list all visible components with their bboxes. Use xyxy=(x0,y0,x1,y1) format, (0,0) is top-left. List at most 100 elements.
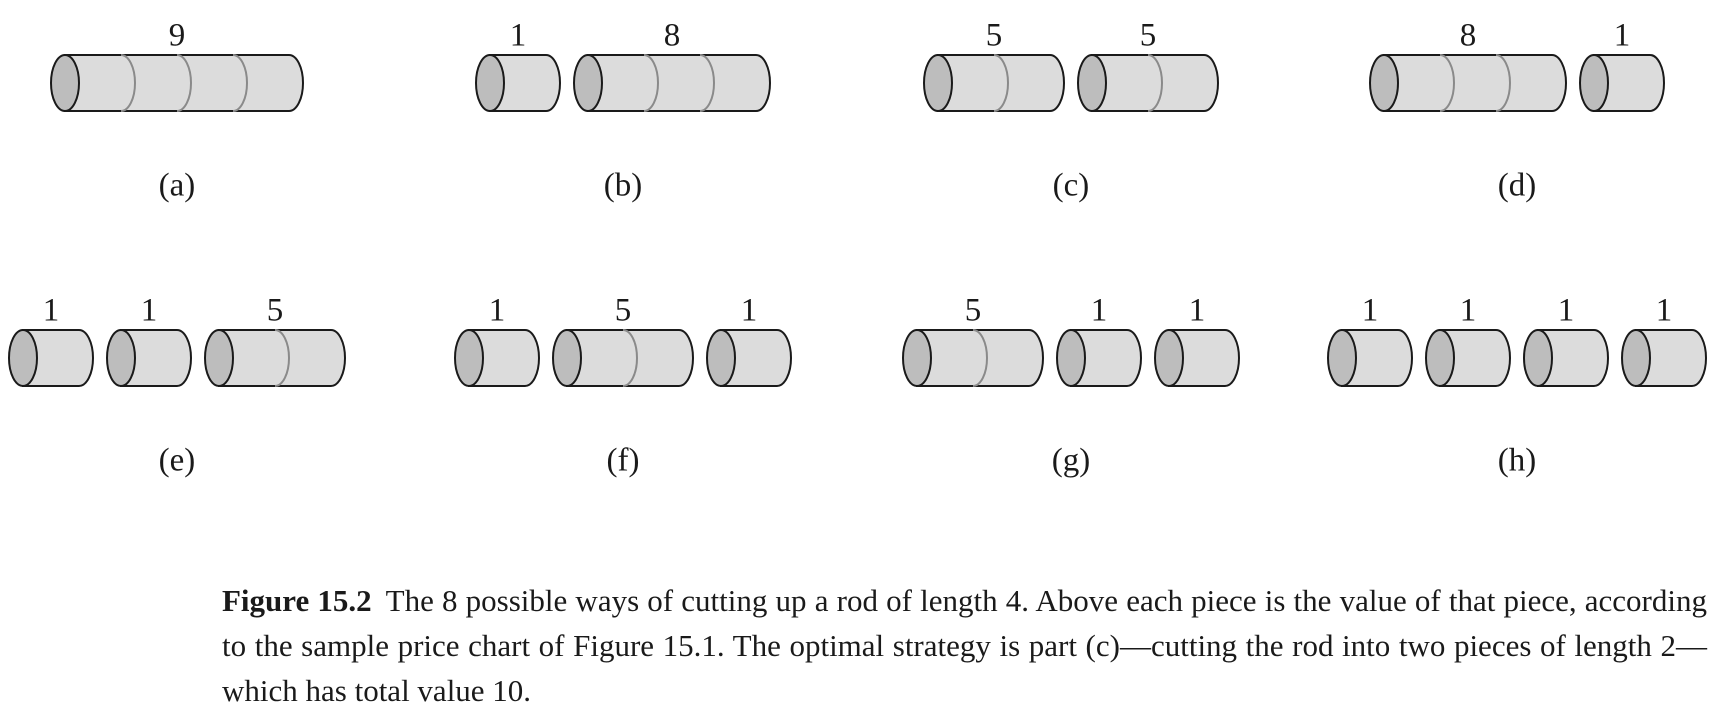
rod-end-face xyxy=(1327,329,1357,387)
rod-body xyxy=(489,54,561,112)
rod-body xyxy=(1091,54,1219,112)
rod-body xyxy=(587,54,771,112)
unit-seam xyxy=(622,329,638,387)
rod-piece: 8 xyxy=(1369,18,1567,112)
rod-piece: 1 xyxy=(1154,293,1240,387)
rod-piece: 1 xyxy=(1425,293,1511,387)
rod-end-face xyxy=(454,329,484,387)
panel-label: (c) xyxy=(1053,168,1090,204)
unit-seam xyxy=(274,329,290,387)
rod-end-face xyxy=(1056,329,1086,387)
unit-seam xyxy=(120,54,136,112)
piece-value: 9 xyxy=(169,18,186,54)
piece-value: 1 xyxy=(1189,293,1206,329)
unit-seam xyxy=(1439,54,1455,112)
rod-end-face xyxy=(106,329,136,387)
rod-end-face xyxy=(8,329,38,387)
panel-label: (e) xyxy=(159,443,196,479)
unit-seam xyxy=(1495,54,1511,112)
unit-seam xyxy=(643,54,659,112)
rod-piece: 9 xyxy=(50,18,304,112)
panel-label: (h) xyxy=(1498,443,1536,479)
piece-value: 1 xyxy=(489,293,506,329)
rod-body xyxy=(1537,329,1609,387)
rod-end-face xyxy=(902,329,932,387)
rod-end-face xyxy=(1077,54,1107,112)
panel-f: 1 5 1 (f) xyxy=(454,293,792,479)
unit-seam xyxy=(232,54,248,112)
piece-value: 5 xyxy=(965,293,982,329)
rod-piece: 1 xyxy=(8,293,94,387)
rod-body xyxy=(720,329,792,387)
rod-piece: 8 xyxy=(573,18,771,112)
rod-end-face xyxy=(1369,54,1399,112)
piece-value: 5 xyxy=(986,18,1003,54)
figure-number: Figure 15.2 xyxy=(222,583,372,618)
rod-end-face xyxy=(475,54,505,112)
panel-label: (f) xyxy=(607,443,640,479)
rod-piece: 5 xyxy=(552,293,694,387)
piece-value: 1 xyxy=(1558,293,1575,329)
unit-seam xyxy=(176,54,192,112)
rod-end-face xyxy=(706,329,736,387)
piece-value: 1 xyxy=(141,293,158,329)
panel-b: 1 8 (b) xyxy=(475,18,771,204)
rod-piece: 1 xyxy=(1579,18,1665,112)
piece-value: 5 xyxy=(1140,18,1157,54)
caption-text: The 8 possible ways of cutting up a rod … xyxy=(222,583,1707,708)
rod-end-face xyxy=(50,54,80,112)
rod-end-face xyxy=(552,329,582,387)
rod-piece: 1 xyxy=(1327,293,1413,387)
piece-value: 1 xyxy=(741,293,758,329)
panel-label: (a) xyxy=(159,168,196,204)
rod-body xyxy=(937,54,1065,112)
piece-value: 1 xyxy=(1362,293,1379,329)
rod-body xyxy=(1070,329,1142,387)
panel-label: (d) xyxy=(1498,168,1536,204)
rod-end-face xyxy=(923,54,953,112)
rod-piece: 5 xyxy=(923,18,1065,112)
piece-value: 8 xyxy=(664,18,681,54)
panel-g: 5 1 1 (g) xyxy=(902,293,1240,479)
unit-seam xyxy=(699,54,715,112)
rod-piece: 1 xyxy=(106,293,192,387)
rod-piece: 1 xyxy=(1523,293,1609,387)
rod-body xyxy=(1341,329,1413,387)
piece-value: 1 xyxy=(1614,18,1631,54)
piece-value: 1 xyxy=(1656,293,1673,329)
panel-label: (g) xyxy=(1052,443,1090,479)
rod-piece: 1 xyxy=(1056,293,1142,387)
rod-piece: 1 xyxy=(475,18,561,112)
rod-end-face xyxy=(1579,54,1609,112)
rod-body xyxy=(1383,54,1567,112)
panel-e: 1 1 5 (e) xyxy=(8,293,346,479)
unit-seam xyxy=(993,54,1009,112)
rod-body xyxy=(566,329,694,387)
piece-value: 8 xyxy=(1460,18,1477,54)
rod-end-face xyxy=(1621,329,1651,387)
panel-label: (b) xyxy=(604,168,642,204)
piece-value: 5 xyxy=(267,293,284,329)
rod-end-face xyxy=(1523,329,1553,387)
rod-body xyxy=(1439,329,1511,387)
rod-end-face xyxy=(204,329,234,387)
panel-d: 8 1 (d) xyxy=(1369,18,1665,204)
piece-value: 5 xyxy=(615,293,632,329)
rod-piece: 5 xyxy=(1077,18,1219,112)
rod-body xyxy=(218,329,346,387)
rod-piece: 5 xyxy=(204,293,346,387)
rod-body xyxy=(468,329,540,387)
rod-body xyxy=(1593,54,1665,112)
rod-body xyxy=(120,329,192,387)
piece-value: 1 xyxy=(43,293,60,329)
panel-a: 9 (a) xyxy=(50,18,304,204)
piece-value: 1 xyxy=(510,18,527,54)
rod-end-face xyxy=(1154,329,1184,387)
rod-piece: 1 xyxy=(706,293,792,387)
unit-seam xyxy=(1147,54,1163,112)
rod-end-face xyxy=(1425,329,1455,387)
rod-body xyxy=(64,54,304,112)
rod-body xyxy=(1635,329,1707,387)
